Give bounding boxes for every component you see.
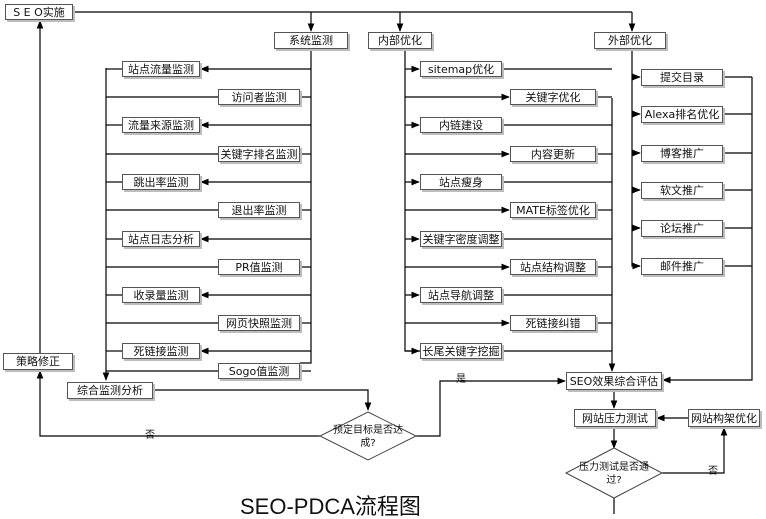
node-seo-implementation: S E O实施 [5,4,73,20]
label-no-stress: 否 [708,466,718,477]
label-yes: 是 [456,374,466,385]
arrow-yes-to-evaluation [416,377,566,437]
internal-item: 内链建设 [420,117,502,133]
node-comprehensive-analysis: 综合监测分析 [67,382,153,399]
node-architecture-optimization: 网站构架优化 [688,409,760,427]
external-item: 论坛推广 [641,220,723,237]
decision-stress-diamond [564,447,664,499]
monitor-item: 访问者监测 [218,89,300,105]
monitor-item: 收录量监测 [122,287,200,303]
monitor-item: 退出率监测 [218,202,300,218]
external-item: 软文推广 [641,182,723,199]
external-item: Alexa排名优化 [641,106,723,123]
external-collector [662,77,753,384]
internal-item: MATE标签优化 [510,202,596,218]
internal-trunk [404,49,420,352]
node-internal-optimization: 内部优化 [368,32,432,49]
monitor-item: Sogo值监测 [218,363,300,379]
node-stress-test: 网站压力测试 [574,409,656,427]
internal-item: 站点导航调整 [420,287,502,303]
node-system-monitoring: 系统监测 [274,32,348,49]
monitor-item: 关键字排名监测 [218,146,300,162]
internal-item: 长尾关键字挖掘 [420,343,502,359]
internal-item: 关键字密度调整 [420,231,502,247]
decision-goal-text: 预定目标是否达成? [333,425,403,449]
internal-item: 关键字优化 [510,89,596,105]
monitor-item: 网页快照监测 [218,315,300,331]
arrow-to-goal-decision [153,389,372,411]
label-no: 否 [145,430,155,441]
internal-item: 死链接纠错 [510,315,596,331]
node-seo-evaluation: SEO效果综合评估 [566,372,662,390]
internal-item: 站点结构调整 [510,259,596,275]
external-item: 博客推广 [641,145,723,162]
decision-goal-diamond [318,411,418,461]
monitor-item: 站点日志分析 [122,231,200,247]
external-trunk [631,49,640,267]
node-strategy-correction: 策略修正 [3,353,73,370]
external-item: 邮件推广 [641,258,723,275]
monitoring-trunk [300,49,312,364]
external-item: 提交目录 [641,69,723,86]
monitor-item: 流量来源监测 [122,117,200,133]
node-external-optimization: 外部优化 [594,32,666,49]
monitor-item: 死链接监测 [122,343,200,359]
arrow-no-to-strategy [36,370,320,437]
monitor-item: 站点流量监测 [122,61,200,77]
decision-stress-text: 压力测试是否通过? [579,462,649,486]
page-title: SEO-PDCA流程图 [240,494,421,519]
internal-item: 内容更新 [510,146,596,162]
internal-item: 站点瘦身 [420,174,502,190]
monitor-item: 跳出率监测 [122,174,200,190]
arrow-no-to-architecture [662,427,728,474]
internal-item: sitemap优化 [420,61,502,77]
monitor-item: PR值监测 [218,259,300,275]
